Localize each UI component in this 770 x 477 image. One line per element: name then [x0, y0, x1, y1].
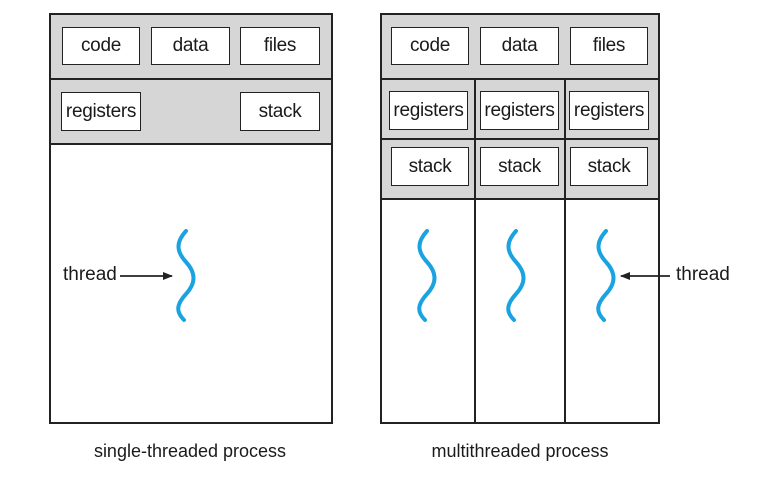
single-data-box: data	[151, 27, 230, 65]
multi-files-box: files	[570, 27, 648, 65]
single-files-box: files	[240, 27, 320, 65]
single-thread-squiggle-icon	[176, 229, 196, 322]
multi-thread-squiggle-icon-1	[417, 229, 437, 322]
multi-registers-box-3: registers	[569, 91, 649, 130]
multi-stack-box-3: stack	[570, 147, 648, 186]
multi-thread-squiggle-icon-2	[506, 229, 526, 322]
single-code-box: code	[62, 27, 140, 65]
multi-band-separator	[382, 138, 658, 140]
multi-thread-label: thread	[676, 264, 730, 285]
multi-thread-divider-1	[474, 80, 476, 423]
single-registers-box: registers	[61, 92, 141, 131]
multi-thread-divider-2	[564, 80, 566, 423]
single-stack-box: stack	[240, 92, 320, 131]
single-process-caption: single-threaded process	[93, 441, 287, 461]
multi-data-box: data	[480, 27, 559, 65]
multi-thread-squiggle-icon-3	[596, 229, 616, 322]
multi-registers-box-2: registers	[480, 91, 559, 130]
multi-stack-box-1: stack	[391, 147, 469, 186]
multi-code-box: code	[391, 27, 469, 65]
multi-process-caption: multithreaded process	[431, 441, 609, 461]
multi-registers-box-1: registers	[389, 91, 468, 130]
multi-stack-box-2: stack	[480, 147, 559, 186]
single-thread-label: thread	[63, 264, 117, 285]
